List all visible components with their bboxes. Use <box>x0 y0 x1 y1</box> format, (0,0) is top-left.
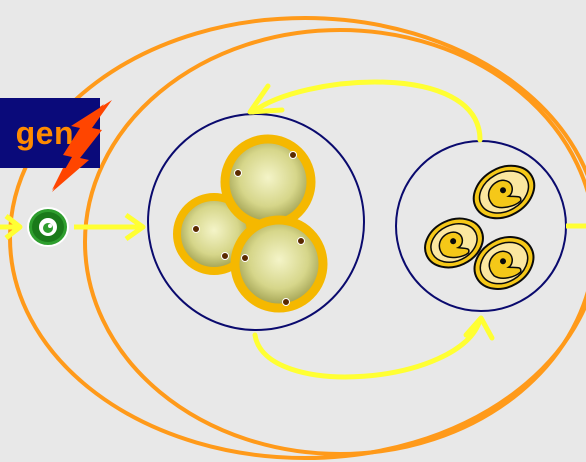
arrow-bottom <box>255 320 480 377</box>
arrow-top <box>253 82 480 140</box>
yolk-cell-icon <box>225 139 311 225</box>
embryo-icon <box>28 208 68 246</box>
larva-icon <box>464 155 543 229</box>
label-text: gen <box>16 115 74 152</box>
label-box: gen <box>0 98 100 168</box>
larvae-circle <box>396 141 566 311</box>
yolk-cell-icon <box>235 220 323 308</box>
